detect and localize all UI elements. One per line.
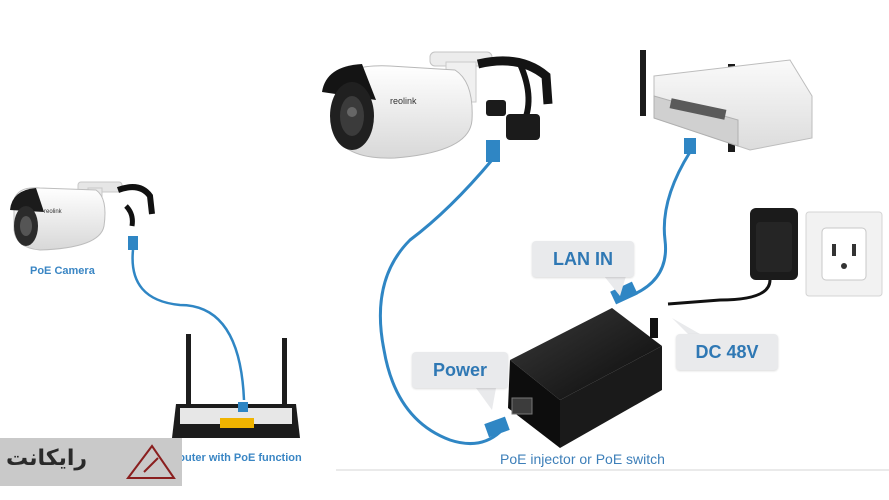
poe-injector [508,308,662,448]
rj45-port [511,397,533,415]
power-callout: Power [412,352,508,388]
small-camera-cable [131,249,246,401]
lan-in-label: LAN IN [553,249,613,269]
power-pointer [476,388,496,410]
lan-in-callout: LAN IN [532,241,634,277]
watermark-text: رایکانت [6,446,88,471]
router-label: router with PoE function [174,452,302,464]
dc-48v-callout: DC 48V [676,334,778,370]
camera-brand-logo: reolink [390,96,417,106]
wall-outlet [805,211,883,297]
small-camera: reolink [10,181,155,251]
watermark-icon [126,444,176,479]
power-label: Power [432,360,488,380]
power-adapter [667,208,798,306]
power-out-plug [484,416,510,438]
svg-text:reolink: reolink [44,209,63,215]
dc-pointer [672,318,700,334]
main-camera: reolink [322,51,553,162]
cable-camera-to-injector [378,159,502,446]
small-router [172,334,300,438]
lan-in-pointer [604,276,626,296]
dc-48v-label: DC 48V [695,342,759,362]
cable-router-to-injector [629,151,692,298]
lan-in-plug [610,281,638,305]
poe-camera-label: PoE Camera [30,265,95,277]
main-router [640,50,813,154]
injector-caption: PoE injector or PoE switch [500,451,665,467]
